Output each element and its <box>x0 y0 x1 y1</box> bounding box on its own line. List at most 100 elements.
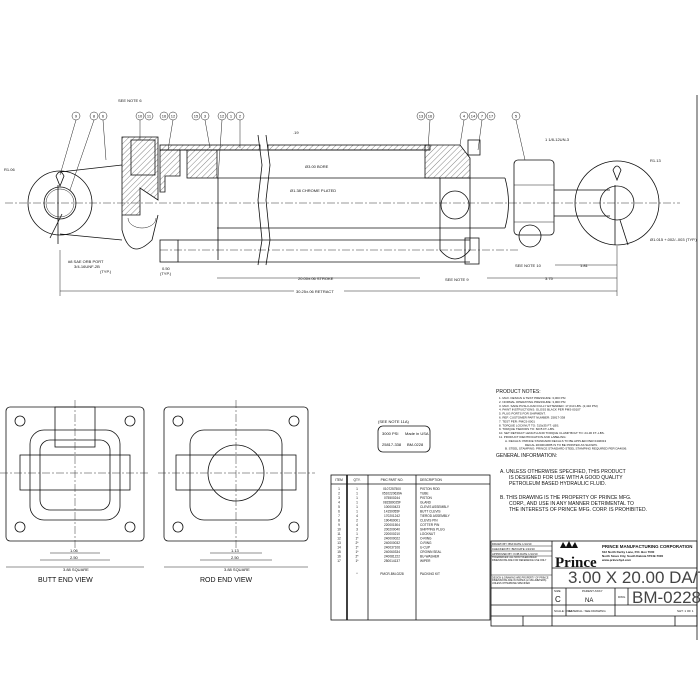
table-cell: 240060334 <box>384 550 400 554</box>
table-cell: 2* <box>355 541 359 545</box>
table-cell: 1 <box>356 487 358 491</box>
balloon-label: 7 <box>481 114 484 119</box>
general-info-title: GENERAL INFORMATION: <box>496 453 557 459</box>
dwg-label: DWG <box>618 595 626 599</box>
rod-clevis-eye <box>574 160 660 246</box>
table-cell: 170201242 <box>384 514 400 518</box>
dimension-1-81: 1.81 <box>580 263 589 268</box>
port-callout: (TYP.) <box>100 269 112 274</box>
decal-psi: 3000 PSI <box>382 431 398 436</box>
product-note: 4. PAINT INSTRUCTIONS: GLOSS BLACK PER P… <box>499 408 581 412</box>
product-note: B. STEEL STAMPING: PRINCE STANDARD STEEL… <box>505 447 627 451</box>
general-info-b: THE INTERESTS OF PRINCE MFG. CORP. IS PR… <box>509 507 647 513</box>
balloon-label: 10 <box>138 114 143 119</box>
table-cell: 2* <box>355 555 359 559</box>
material: MATERIAL: SEE DRAWING <box>568 609 606 613</box>
balloon-label: 12 <box>220 114 225 119</box>
table-cell: 1 <box>356 510 358 514</box>
product-note: A. DECALS: PRINCE STANDARD DECALS TO BE … <box>505 439 607 443</box>
note-callout: SEE NOTE 10 <box>515 263 542 268</box>
table-cell: 7 <box>338 514 340 518</box>
table-cell: GLAND <box>420 501 432 505</box>
thread-callout: 1 1/8-12UN-3 <box>545 137 570 142</box>
company-address: 612 North Derby Lane, P.O. Box 7000 <box>602 550 655 554</box>
butt-cap <box>121 136 159 216</box>
table-cell: 250014137 <box>384 559 400 563</box>
port-callout: 3/4-16UNF-2B <box>74 264 100 269</box>
note-callout: SEE NOTE 9 <box>445 277 469 282</box>
table-cell: 5 <box>338 505 340 509</box>
drawing-title: 3.00 X 20.00 DA/TR <box>568 568 700 587</box>
table-cell: 1 <box>356 505 358 509</box>
table-cell: 220000210 <box>384 532 400 536</box>
table-cell: 240000022 <box>384 537 400 541</box>
table-cell: CROWN SEAL <box>420 550 442 554</box>
general-info-a: PETROLEUM BASED HYDRAULIC FLUID. <box>509 481 606 487</box>
table-cell: 200200040 <box>384 528 400 532</box>
table-cell: 3 <box>356 528 358 532</box>
balloon-label: 1 <box>230 114 233 119</box>
wall-dimension: .19 <box>293 130 299 135</box>
drawn-by: DRAWN BY: BMI DATE 1/13/10 <box>492 542 532 546</box>
butt-dim-3: 3.88 SQUARE <box>63 567 89 572</box>
balloon-label: 13 <box>419 114 424 119</box>
radius-dimension: R1.13 <box>650 158 661 163</box>
table-cell: 3 <box>338 496 340 500</box>
table-cell: 220001504 <box>384 523 400 527</box>
piston <box>186 149 218 179</box>
table-cell: 075500244 <box>384 496 400 500</box>
units-note: DIMENSIONS ARE IN INCHES (or MILLIMETERS… <box>492 579 547 585</box>
table-cell: 1* <box>355 550 359 554</box>
assy-label: PARENT ASSY <box>582 589 603 593</box>
balloon-label: 16 <box>162 114 167 119</box>
rod-dim-3: 3.88 SQUARE <box>224 567 250 572</box>
butt-dim-1: 1.06 <box>70 548 79 553</box>
company-name: PRINCE MANUFACTURING CORPORATION <box>602 544 692 549</box>
table-cell: BU-WASHER <box>420 555 440 559</box>
table-cell: 240037106 <box>384 546 400 550</box>
table-cell: 15 <box>337 550 341 554</box>
sheet: SHT: 1 OF 1 <box>677 609 694 613</box>
scale: SCALE: FULL <box>554 609 573 613</box>
table-cell: 240081222 <box>384 555 400 559</box>
butt-clevis <box>27 170 93 236</box>
table-header: PMC PART NO. <box>381 478 404 482</box>
table-cell: 1* <box>355 537 359 541</box>
rod-end-view-label: ROD END VIEW <box>200 577 253 584</box>
table-cell: 14 <box>337 546 341 550</box>
company-web: www.princehyd.com <box>601 558 631 562</box>
parts-table <box>330 474 491 621</box>
product-note: 11. PRODUCT IDENTIFICATION AND LABELING: <box>499 435 567 439</box>
butt-dim-2: 2.50 <box>70 555 79 560</box>
table-cell: PISTON ROD <box>420 487 440 491</box>
general-info-b: B. THIS DRAWING IS THE PROPERTY OF PRINC… <box>500 495 631 501</box>
decal-part: 25817-338 <box>382 442 402 447</box>
property-note: DESIGN & DRAWING ARE PROPERTY OF PRINCE <box>492 577 549 580</box>
table-cell: 4 <box>338 501 340 505</box>
balloon-label: 12 <box>171 114 176 119</box>
table-cell: 1 <box>338 487 340 491</box>
table-cell: 190460001 <box>384 519 400 523</box>
rod-end-view <box>158 400 315 568</box>
table-cell: U-CUP <box>420 546 430 550</box>
cylinder-section-view: 9 8 6 10 11 16 12 15 3 12 1 2 13 16 4 14… <box>4 98 697 296</box>
crown-icon <box>560 541 578 548</box>
rod-clevis <box>513 159 555 236</box>
table-cell: 1 <box>356 496 358 500</box>
table-cell: 12 <box>337 537 341 541</box>
table-cell: COTTER PIN <box>420 523 440 527</box>
table-header: ITEM <box>335 478 343 482</box>
table-cell: 6 <box>338 510 340 514</box>
tolerances: TOLERANCES: ALL NON-TOLERANCED DIMENSION… <box>492 556 547 562</box>
